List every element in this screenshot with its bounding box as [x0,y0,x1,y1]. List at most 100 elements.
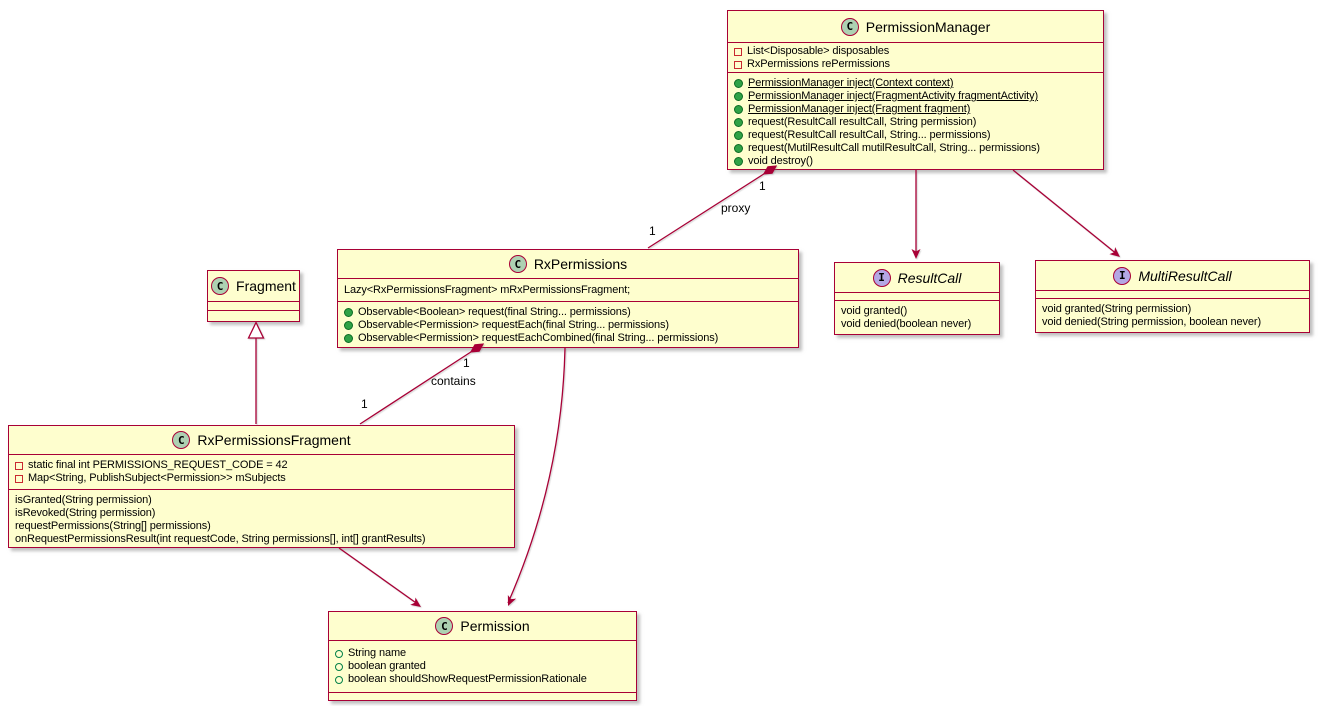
arrowhead-icon [1109,247,1120,257]
methods-section: PermissionManager inject(Context context… [728,72,1103,169]
member-text: onRequestPermissionsResult(int requestCo… [15,533,426,545]
member-row: Observable<Boolean> request(final String… [344,306,794,319]
member-text: boolean shouldShowRequestPermissionRatio… [348,673,587,685]
member-text: requestPermissions(String[] permissions) [15,520,211,532]
public-method-icon [734,118,743,127]
member-row: boolean shouldShowRequestPermissionRatio… [335,673,632,686]
public-field-icon [335,649,343,658]
member-text: PermissionManager inject(FragmentActivit… [748,90,1039,102]
private-field-icon [734,60,742,69]
member-text: Observable<Boolean> request(final String… [358,306,631,318]
member-row: Observable<Permission> requestEachCombin… [344,332,794,345]
fields-section [835,292,999,300]
fields-section [1036,290,1309,298]
member-text: static final int PERMISSIONS_REQUEST_COD… [28,459,288,471]
member-text: boolean granted [348,660,426,672]
multiplicity-label: 1 [463,356,470,370]
member-text: isRevoked(String permission) [15,507,156,519]
fields-section: Lazy<RxPermissionsFragment> mRxPermissio… [338,278,798,301]
member-text: isGranted(String permission) [15,494,152,506]
member-text: request(MutilResultCall mutilResultCall,… [748,142,1040,154]
public-method-icon [734,79,743,88]
member-row: PermissionManager inject(Fragment fragme… [734,103,1099,116]
methods-section [208,310,299,321]
public-method-icon [734,105,743,114]
member-text: void denied(String permission, boolean n… [1042,316,1262,328]
member-row: Map<String, PublishSubject<Permission>> … [15,472,510,485]
public-method-icon [734,157,743,166]
methods-section: void granted(String permission)void deni… [1036,298,1309,332]
interface-header: I MultiResultCall [1036,261,1309,290]
arrowhead-icon [911,249,921,259]
member-text: void granted() [841,305,908,317]
class-spot-icon: C [508,255,527,273]
member-row: void denied(boolean never) [841,318,995,331]
interface-title: MultiResultCall [1138,267,1232,284]
class-header: C Fragment [208,271,299,301]
private-field-icon [15,474,23,483]
interface-title: ResultCall [897,269,962,286]
member-row: RxPermissions rePermissions [734,58,1099,71]
member-row: PermissionManager inject(Context context… [734,77,1099,90]
member-row: request(ResultCall resultCall, String pe… [734,116,1099,129]
member-row: request(ResultCall resultCall, String...… [734,129,1099,142]
multiplicity-label: 1 [649,224,656,238]
interface-box-resultcall: I ResultCall void granted()void denied(b… [834,262,1000,335]
class-title: PermissionManager [865,18,991,35]
member-row: isRevoked(String permission) [15,507,510,520]
member-text: PermissionManager inject(Fragment fragme… [748,103,971,115]
member-row: String name [335,647,632,660]
member-text: RxPermissions rePermissions [747,58,890,70]
member-text: request(ResultCall resultCall, String...… [748,129,991,141]
interface-spot-icon: I [1113,266,1132,285]
dependency-edge-rxpermissions-permission [507,347,566,604]
member-text: void denied(boolean never) [841,318,972,330]
class-box-rxpermissionsfragment: C RxPermissionsFragment static final int… [8,425,515,548]
class-spot-icon: C [211,277,230,295]
member-text: Lazy<RxPermissionsFragment> mRxPermissio… [344,284,631,296]
multiplicity-label: 1 [759,179,766,193]
fields-section: static final int PERMISSIONS_REQUEST_COD… [9,454,514,489]
member-text: request(ResultCall resultCall, String pe… [748,116,977,128]
class-spot-icon: C [435,617,454,635]
public-method-icon [734,92,743,101]
member-text: List<Disposable> disposables [747,45,890,57]
composition-edge-proxy [647,169,771,249]
member-row: static final int PERMISSIONS_REQUEST_COD… [15,459,510,472]
edge-label-contains: contains [431,374,476,388]
private-field-icon [734,47,742,56]
class-spot-icon: C [172,431,191,449]
public-method-icon [344,334,353,343]
member-row: Lazy<RxPermissionsFragment> mRxPermissio… [344,284,794,297]
member-text: Map<String, PublishSubject<Permission>> … [28,472,286,484]
class-title: RxPermissions [533,256,628,272]
class-box-fragment: C Fragment [207,270,300,322]
dependency-edge-fragment-permission [338,547,420,606]
public-method-icon [344,321,353,330]
member-row: request(MutilResultCall mutilResultCall,… [734,142,1099,155]
methods-section: Observable<Boolean> request(final String… [338,301,798,347]
member-row: PermissionManager inject(FragmentActivit… [734,90,1099,103]
public-field-icon [335,675,343,684]
class-title: Fragment [236,278,296,294]
member-text: String name [348,647,406,659]
member-text: PermissionManager inject(Context context… [748,77,954,89]
member-row: Observable<Permission> requestEach(final… [344,319,794,332]
public-method-icon [734,144,743,153]
multiplicity-label: 1 [361,397,368,411]
class-title: Permission [460,618,530,634]
edge-label-proxy: proxy [721,201,751,215]
class-header: C RxPermissions [338,250,798,278]
public-method-icon [344,308,353,317]
methods-section: void granted()void denied(boolean never) [835,300,999,334]
member-row: boolean granted [335,660,632,673]
member-row: isGranted(String permission) [15,494,510,507]
member-text: void destroy() [748,155,813,167]
dependency-edge-multiresultcall [1012,169,1119,256]
private-field-icon [15,461,23,470]
class-box-rxpermissions: C RxPermissions Lazy<RxPermissionsFragme… [337,249,799,348]
member-row: requestPermissions(String[] permissions) [15,520,510,533]
member-row: void granted() [841,305,995,318]
